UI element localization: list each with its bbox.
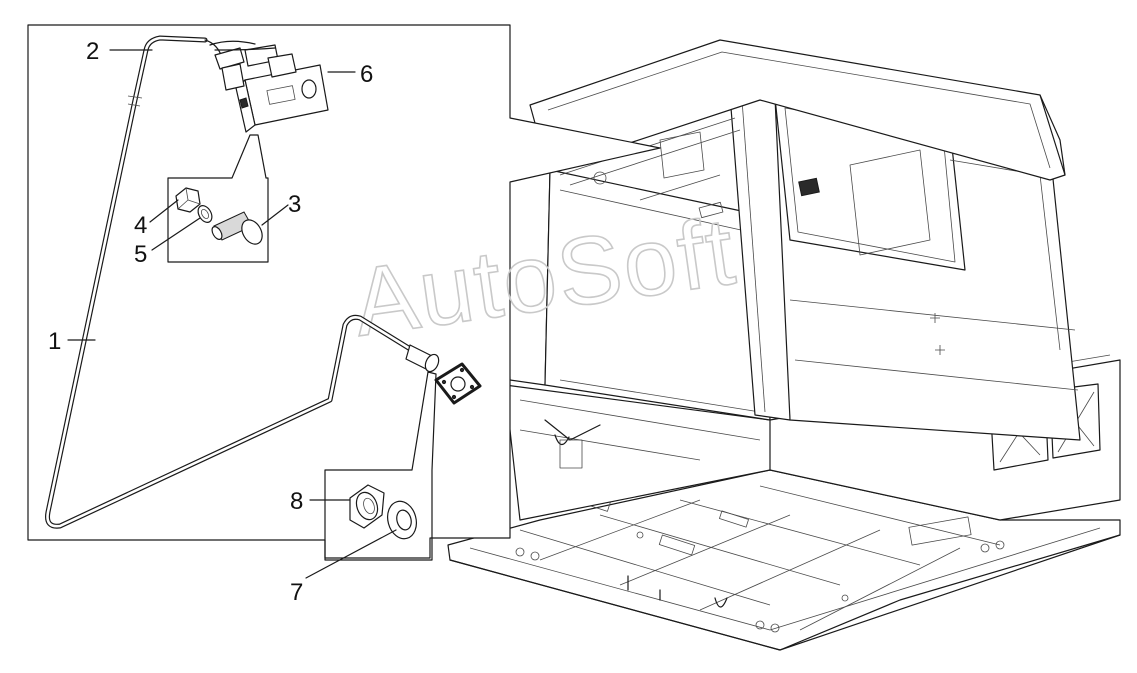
subinset-lower-frame	[324, 371, 437, 561]
callout-1: 1	[48, 328, 61, 355]
callout-5: 5	[134, 241, 147, 268]
callout-8: 8	[290, 488, 303, 515]
nut-icon	[175, 187, 201, 213]
tube-assembly	[45, 35, 440, 529]
washer-icon	[387, 500, 417, 540]
callout-2: 2	[86, 38, 99, 65]
leader-lines	[67, 49, 397, 579]
flange-plate-icon	[434, 362, 482, 405]
nut-icon	[349, 484, 385, 529]
cab-assembly	[447, 39, 1121, 651]
callout-labels: 2 6 3 4 5 1 8 7	[48, 38, 373, 606]
callout-6: 6	[360, 61, 373, 88]
callout-3: 3	[288, 191, 301, 218]
callout-4: 4	[134, 212, 147, 239]
control-unit-icon	[209, 40, 329, 133]
inset-frame	[27, 24, 661, 559]
callout-7: 7	[290, 579, 303, 606]
ring-icon	[197, 205, 213, 223]
bolt-icon	[211, 211, 263, 245]
